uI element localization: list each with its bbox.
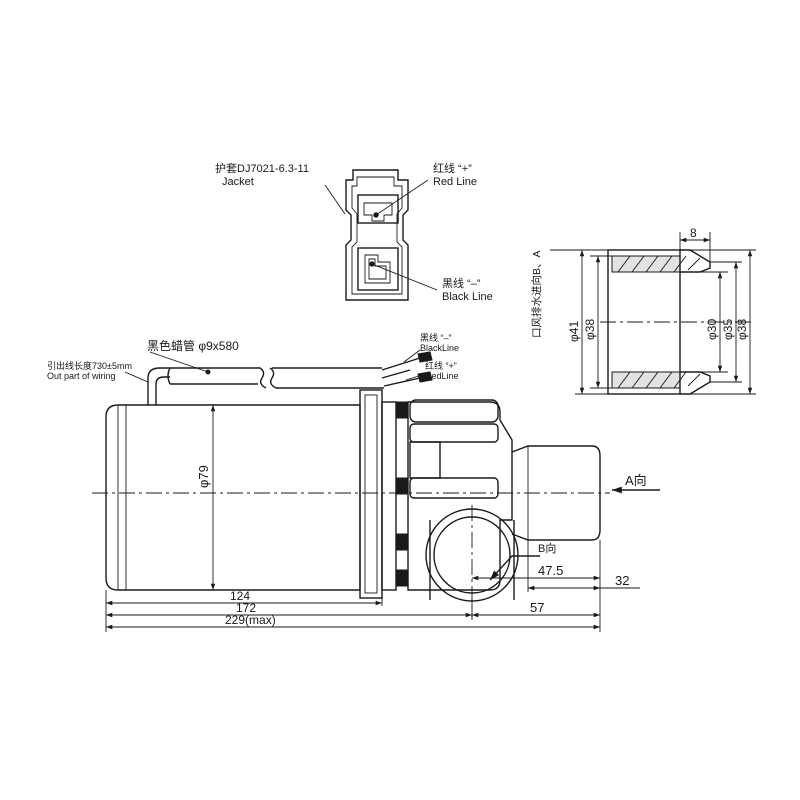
wire-length-en: Out part of wiring (47, 371, 116, 381)
section-side-label: 口风排水进向B、A (530, 250, 543, 338)
dim-79-text: φ79 (196, 465, 211, 488)
red-terminal (357, 194, 399, 224)
dim-124-text: 124 (230, 589, 250, 603)
black-line-leader (371, 263, 438, 291)
connector-outer-housing (345, 169, 409, 301)
red-wire-cn: 红线 “+” (425, 360, 457, 371)
motor-housing (105, 404, 361, 591)
wire-black-tip (417, 351, 433, 363)
red-wire-en: RedLine (425, 371, 459, 381)
dim-32-text: 32 (615, 573, 629, 588)
direction-a-label: A向 (625, 473, 647, 488)
dim-41-text: φ41 (567, 321, 581, 342)
red-line-leader (375, 179, 429, 216)
pump-side-view: 黑色蜡管 φ9x580 引出线长度730±5mm Out part of wir… (47, 332, 660, 632)
direction-b-arrow (489, 555, 540, 581)
black-terminal-pin-inner (368, 258, 387, 280)
wire-bend-outer (147, 367, 170, 405)
wire-length-cn: 引出线长度730±5mm (47, 360, 132, 371)
motor-flange (359, 389, 383, 599)
black-wire-cn: 黑线 “–” (420, 332, 452, 343)
red-line-leader-dot (373, 212, 379, 218)
dim-30-text: φ30 (705, 319, 719, 340)
screw-lower-mid (395, 533, 409, 551)
dim-38-right-text: φ38 (735, 319, 749, 340)
tube-label-dot (205, 369, 211, 375)
nozzle-flange-bottom (680, 371, 711, 395)
wire-black (381, 357, 421, 371)
direction-b-label: B向 (538, 541, 556, 555)
black-wire-en: BlackLine (420, 343, 459, 353)
jacket-label-cn: 护套DJ7021-6.3-11 (215, 161, 309, 175)
wire-red-tip (417, 371, 433, 383)
wire-sleeve-right-top (269, 367, 382, 389)
black-line-label-en: Black Line (442, 291, 493, 303)
red-line-label-en: Red Line (433, 176, 477, 188)
dim-47-5-text: 47.5 (538, 563, 563, 578)
connector-detail: 护套DJ7021-6.3-11 Jacket 红线 “+” Red Line 黑… (215, 161, 493, 303)
red-wire-leader (405, 373, 426, 381)
pump-head-rib-2 (409, 477, 499, 499)
connector-inner-housing (351, 176, 403, 295)
wire-mid (381, 369, 411, 379)
pump-head-rib-3 (409, 441, 441, 479)
wire-length-leader (124, 371, 149, 383)
red-terminal-pin (363, 202, 393, 222)
wire-sleeve-top (170, 367, 267, 389)
jacket-leader (324, 184, 346, 215)
screw-bottom (395, 569, 409, 587)
black-wire-leader (403, 349, 421, 363)
dim-35-text: φ35 (721, 319, 735, 340)
red-line-label-cn: 红线 “+” (433, 161, 472, 175)
motor-flange-2 (381, 401, 397, 591)
dim-8-text: 8 (690, 226, 697, 240)
wire-red (383, 377, 421, 387)
dim-38-left-text: φ38 (583, 319, 597, 340)
screw-upper-mid (395, 477, 409, 495)
pump-head-rib-1 (409, 423, 499, 443)
pump-head-top-lobe (409, 399, 499, 423)
nozzle-section-view: 口风排水进向B、A 8 φ41 (530, 226, 756, 395)
dim-57-text: 57 (530, 600, 544, 615)
black-line-leader-dot (369, 261, 375, 267)
black-terminal (357, 247, 399, 291)
black-line-label-cn: 黑线 “–” (442, 276, 481, 290)
inlet-boss (429, 520, 515, 600)
tube-label-leader (149, 351, 209, 373)
screw-top (395, 401, 409, 419)
dim-229-text: 229(max) (225, 613, 276, 627)
dim-172-text: 172 (236, 601, 256, 615)
motor-flange-inner (364, 394, 378, 594)
tube-label: 黑色蜡管 φ9x580 (147, 338, 239, 353)
wire-sleeve-end (167, 367, 171, 385)
nozzle-flange-top (680, 249, 711, 273)
black-terminal-pin (364, 254, 391, 284)
pump-head-body (407, 401, 513, 591)
jacket-label-en: Jacket (222, 176, 254, 188)
wire-bend-inner (155, 376, 170, 405)
nozzle-hatching (617, 255, 701, 389)
